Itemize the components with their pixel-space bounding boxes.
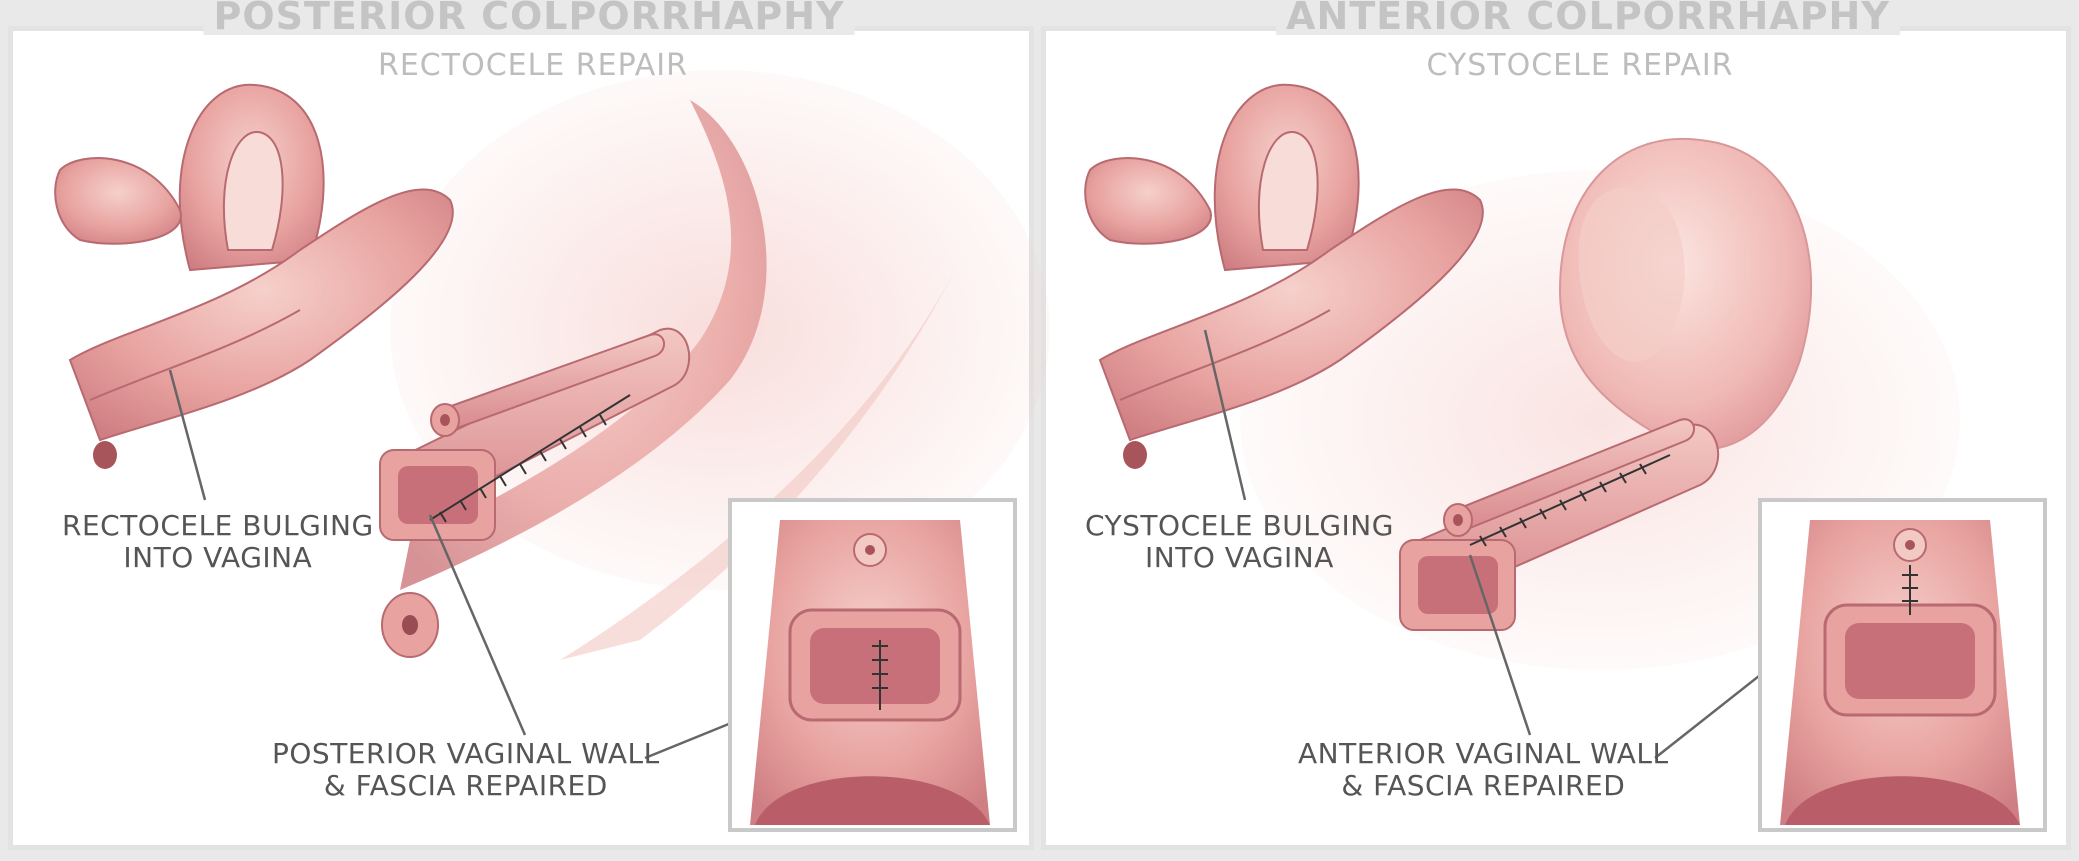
callout-posterior-line	[428, 514, 527, 736]
callout-cystocele-line	[1203, 329, 1247, 501]
label-cystocele-bulging: CYSTOCELE BULGING INTO VAGINA	[1085, 509, 1394, 575]
title-posterior: POSTERIOR COLPORRHAPHY	[203, 0, 855, 35]
anterior-inset	[1758, 498, 2047, 832]
posterior-inset	[728, 498, 1017, 832]
subtitle-rectocele: RECTOCELE REPAIR	[378, 48, 688, 83]
title-anterior: ANTERIOR COLPORRHAPHY	[1276, 0, 1900, 35]
label-posterior-repair: POSTERIOR VAGINAL WALL & FASCIA REPAIRED	[272, 737, 660, 803]
callout-anterior-line	[1468, 554, 1532, 736]
label-anterior-repair: ANTERIOR VAGINAL WALL & FASCIA REPAIRED	[1298, 737, 1669, 803]
callout-rectocele-line	[168, 369, 207, 501]
label-rectocele-bulging: RECTOCELE BULGING INTO VAGINA	[62, 509, 374, 575]
subtitle-cystocele: CYSTOCELE REPAIR	[1426, 48, 1734, 83]
posterior-art	[54, 70, 1050, 760]
